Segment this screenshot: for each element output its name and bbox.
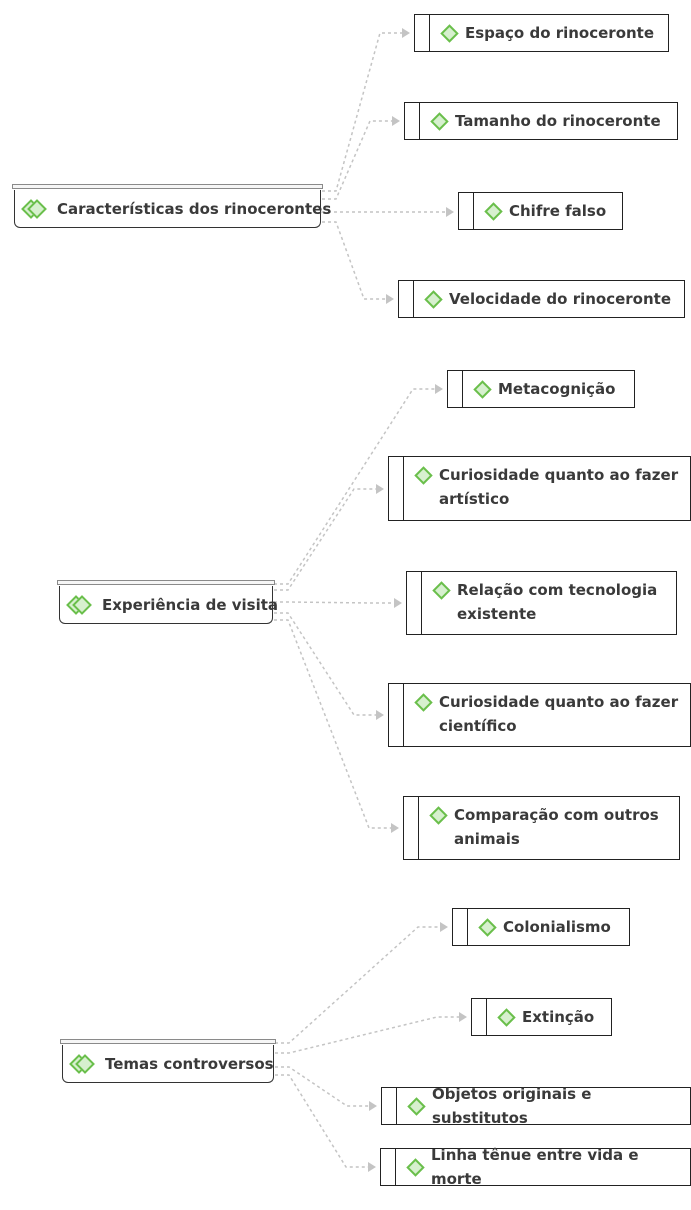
subtopic-curiosidade-fazer-artistico[interactable]: Curiosidade quanto ao fazer artístico: [388, 456, 691, 521]
subtopic-stripe: [419, 103, 420, 139]
diamond-icon: [432, 581, 451, 600]
subtopic-label: Curiosidade quanto ao fazer científico: [439, 693, 679, 735]
connector-arrow: [368, 1162, 376, 1172]
topic-tab: [12, 184, 323, 189]
connector-line: [275, 926, 440, 1044]
connector-line: [274, 601, 394, 604]
subtopic-stripe: [473, 193, 474, 229]
diamond-icon: [414, 466, 433, 485]
topic-tab: [57, 580, 275, 585]
diamond-icon: [497, 1007, 516, 1027]
subtopic-stripe: [395, 1149, 396, 1185]
subtopic-label: Espaço do rinoceronte: [465, 24, 655, 42]
diamond-icon: [473, 379, 492, 399]
subtopic-stripe: [396, 1088, 397, 1124]
diamond-icon: [484, 201, 503, 221]
connector-line: [275, 1066, 369, 1107]
subtopic-stripe: [418, 797, 419, 859]
connector-arrow: [446, 207, 454, 217]
subtopic-stripe: [462, 371, 463, 407]
subtopic-label: Relação com tecnologia existente: [457, 581, 658, 623]
subtopic-chifre-falso[interactable]: Chifre falso: [458, 192, 623, 230]
subtopic-label: Velocidade do rinoceronte: [449, 290, 672, 308]
connector-arrow: [459, 1012, 467, 1022]
diamond-icon: [414, 693, 433, 712]
subtopic-label: Objetos originais e substitutos: [432, 1085, 592, 1127]
diamond-icon: [429, 806, 448, 825]
topic-label: Características dos rinocerontes: [57, 199, 332, 218]
connector-arrow: [392, 116, 400, 126]
subtopic-velocidade-do-rinoceronte[interactable]: Velocidade do rinoceronte: [398, 280, 685, 318]
diamond-icon: [430, 111, 449, 131]
subtopic-label: Chifre falso: [509, 202, 607, 220]
connector-arrow: [391, 823, 399, 833]
topic-caracteristicas-dos-rinocerontes[interactable]: Características dos rinocerontes: [12, 184, 331, 228]
subtopic-stripe: [421, 572, 422, 634]
subtopic-linha-tenue-entre-vida-e-morte[interactable]: Linha tênue entre vida e morte: [380, 1146, 691, 1188]
subtopic-stripe: [403, 684, 404, 746]
topic-label: Temas controversos: [105, 1054, 274, 1073]
connector-arrow: [435, 384, 443, 394]
connector-line: [274, 488, 376, 591]
connector-line: [322, 120, 392, 200]
subtopic-stripe: [413, 281, 414, 317]
topic-temas-controversos[interactable]: Temas controversos: [60, 1039, 276, 1083]
subtopic-comparacao-com-outros-animais[interactable]: Comparação com outros animais: [403, 796, 680, 860]
connector-arrow: [394, 598, 402, 608]
connector-arrow: [402, 28, 410, 38]
diamond-icon: [424, 289, 443, 309]
subtopic-label: Linha tênue entre vida e morte: [431, 1146, 639, 1188]
diamond-icon: [440, 23, 459, 43]
connector-line: [275, 1016, 459, 1054]
connector-line: [322, 221, 386, 300]
subtopic-objetos-originais-e-substitutos[interactable]: Objetos originais e substitutos: [381, 1085, 691, 1127]
subtopic-label: Curiosidade quanto ao fazer artístico: [439, 466, 679, 508]
connector-line: [274, 612, 376, 716]
subtopic-label: Tamanho do rinoceronte: [455, 112, 661, 130]
connector-arrow: [376, 710, 384, 720]
connector-line: [274, 619, 391, 829]
double-diamond-icon: [69, 1053, 97, 1074]
diamond-icon: [406, 1157, 425, 1177]
topic-tab: [60, 1039, 276, 1044]
topic-label: Experiência de visita: [102, 595, 279, 614]
connector-arrow: [440, 922, 448, 932]
topic-experiencia-de-visita[interactable]: Experiência de visita: [57, 580, 278, 624]
connector-line: [275, 1074, 368, 1168]
double-diamond-icon: [66, 594, 94, 615]
subtopic-label: Metacognição: [498, 380, 616, 398]
subtopic-metacognicao[interactable]: Metacognição: [447, 370, 635, 408]
connector-arrow: [386, 294, 394, 304]
subtopic-colonialismo[interactable]: Colonialismo: [452, 908, 630, 946]
subtopic-extincao[interactable]: Extinção: [471, 998, 612, 1036]
double-diamond-icon: [21, 198, 49, 219]
subtopic-stripe: [429, 15, 430, 51]
subtopic-stripe: [467, 909, 468, 945]
subtopic-relacao-com-tecnologia[interactable]: Relação com tecnologia existente: [406, 571, 677, 635]
subtopic-stripe: [403, 457, 404, 520]
subtopic-curiosidade-fazer-cientifico[interactable]: Curiosidade quanto ao fazer científico: [388, 683, 691, 747]
diamond-icon: [407, 1096, 426, 1116]
subtopic-label: Extinção: [522, 1008, 595, 1026]
connector-line: [274, 388, 435, 585]
subtopic-label: Comparação com outros animais: [454, 806, 659, 848]
subtopic-stripe: [486, 999, 487, 1035]
subtopic-label: Colonialismo: [503, 918, 611, 936]
connector-arrow: [369, 1101, 377, 1111]
connector-arrow: [376, 484, 384, 494]
diamond-icon: [478, 917, 497, 937]
subtopic-espaco-do-rinoceronte[interactable]: Espaço do rinoceronte: [414, 14, 669, 52]
subtopic-tamanho-do-rinoceronte[interactable]: Tamanho do rinoceronte: [404, 102, 678, 140]
connector-line: [322, 32, 402, 192]
